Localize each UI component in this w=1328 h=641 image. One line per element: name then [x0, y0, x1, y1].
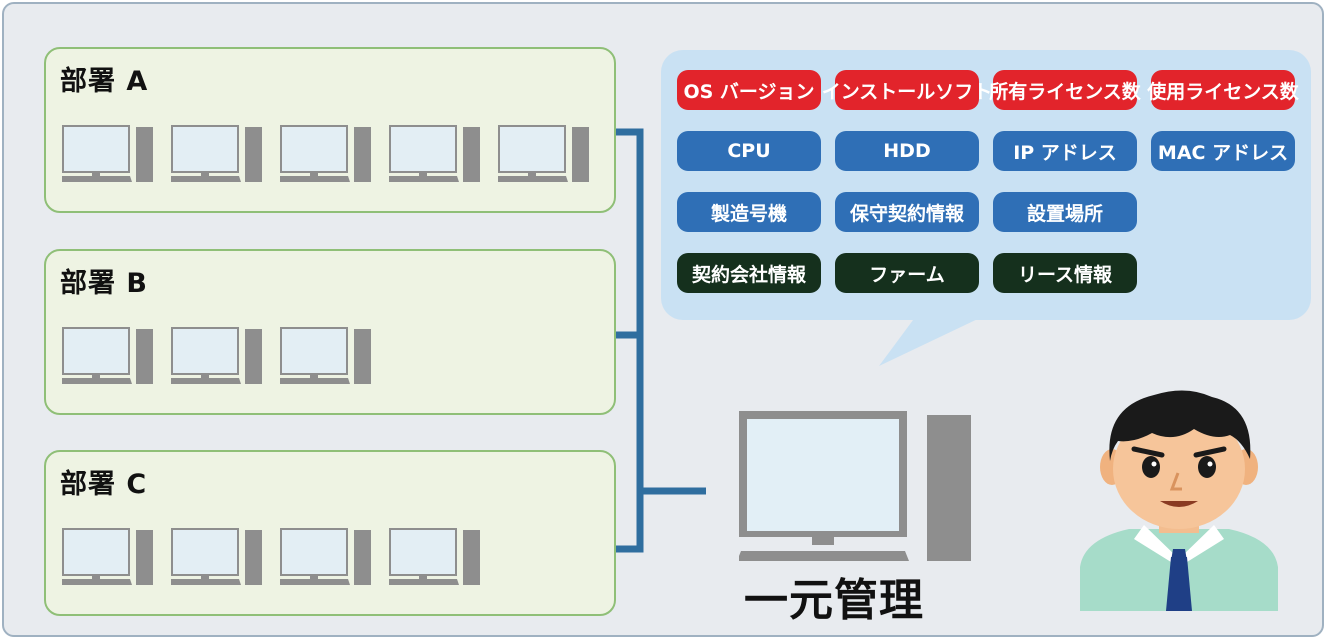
tag-used-licenses: 使用ライセンス数 — [1147, 70, 1299, 110]
desktop-pc-icon — [171, 528, 262, 585]
department-c-title: 部署 C — [60, 469, 148, 500]
desktop-pc-icon — [62, 327, 153, 384]
tag-hdd: HDD — [835, 131, 979, 171]
administrator-person-icon — [1080, 390, 1278, 611]
desktop-pc-icon — [62, 528, 153, 585]
department-c: 部署 C — [44, 450, 616, 616]
tag-ip-address: IP アドレス — [993, 131, 1137, 171]
tag-contract-company: 契約会社情報 — [677, 253, 821, 293]
desktop-pc-icon — [171, 125, 262, 182]
desktop-pc-icon — [389, 125, 480, 182]
network-wires — [614, 128, 706, 553]
wire-trunk — [614, 128, 644, 553]
tag-lease-info: リース情報 — [993, 253, 1137, 293]
department-a: 部署 A — [44, 47, 616, 213]
department-b-pcs — [62, 327, 372, 385]
desktop-pc-icon — [389, 528, 480, 585]
tag-os-version: OS バージョン — [677, 70, 821, 110]
tag-installed-software: インストールソフト — [822, 70, 992, 110]
desktop-pc-icon — [62, 125, 153, 182]
desktop-pc-icon — [498, 125, 589, 182]
desktop-pc-icon — [171, 327, 262, 384]
department-b: 部署 B — [44, 249, 616, 415]
desktop-pc-icon — [280, 125, 371, 182]
tag-maintenance-contract: 保守契約情報 — [835, 192, 979, 232]
central-pc-icon — [739, 411, 971, 561]
tag-mac-address: MAC アドレス — [1151, 131, 1295, 171]
tag-owned-licenses: 所有ライセンス数 — [989, 70, 1141, 110]
central-management-caption: 一元管理 — [744, 575, 924, 626]
speech-bubble-tail — [879, 316, 984, 366]
department-a-title: 部署 A — [60, 66, 149, 97]
desktop-pc-icon — [280, 327, 371, 384]
department-a-pcs — [62, 125, 590, 183]
info-tag-grid: OS バージョン インストールソフト 所有ライセンス数 使用ライセンス数 CPU… — [677, 70, 1299, 300]
tag-firmware: ファーム — [835, 253, 979, 293]
desktop-pc-icon — [280, 528, 371, 585]
tag-cpu: CPU — [677, 131, 821, 171]
tag-serial-number: 製造号機 — [677, 192, 821, 232]
department-b-title: 部署 B — [60, 268, 148, 299]
tag-install-location: 設置場所 — [993, 192, 1137, 232]
department-c-pcs — [62, 528, 481, 586]
